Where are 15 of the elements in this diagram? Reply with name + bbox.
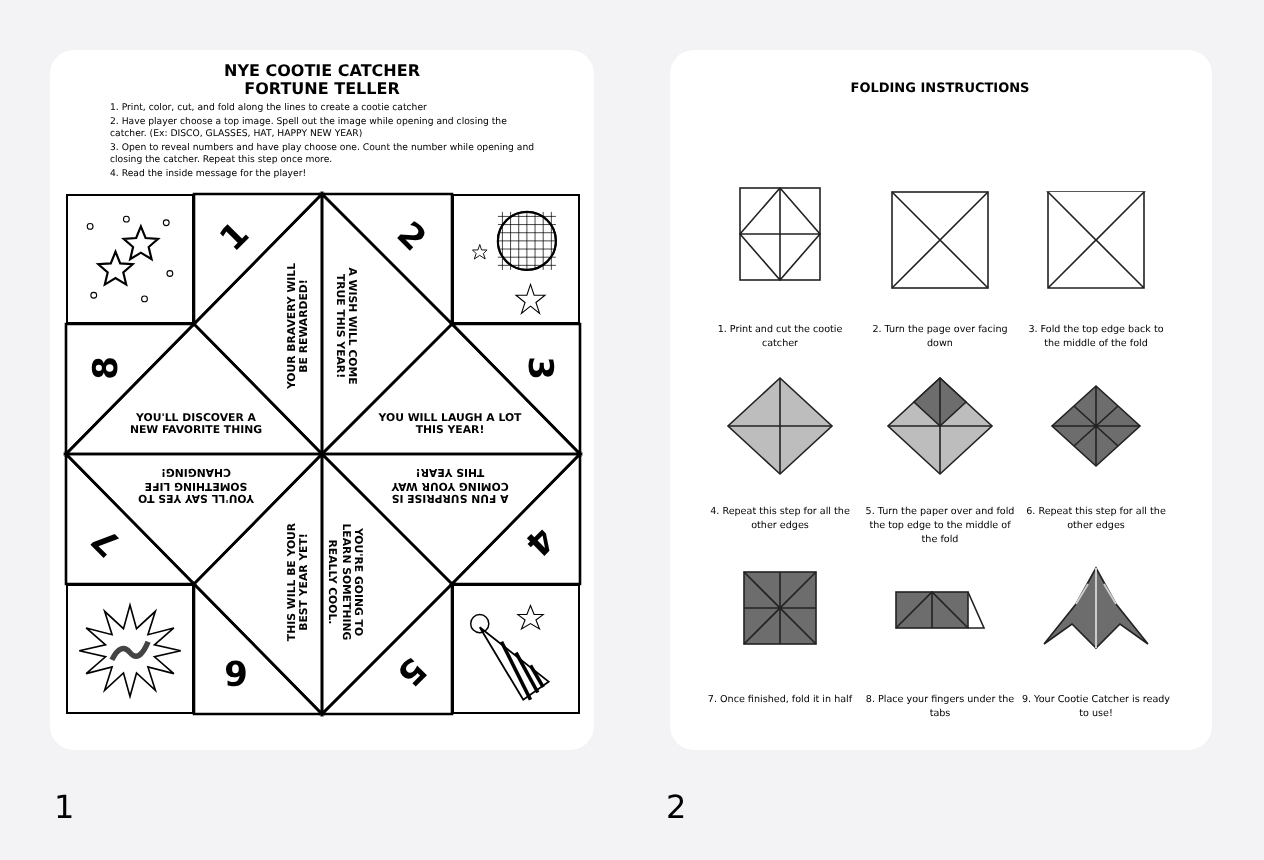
picture-panel — [452, 584, 580, 714]
flap-number: 4 — [514, 516, 564, 567]
picture-panel — [66, 194, 194, 324]
page-number: 2 — [666, 788, 687, 826]
flap-number: 6 — [222, 653, 250, 687]
flap-number: 1 — [210, 212, 260, 264]
flap-number: 5 — [386, 646, 436, 697]
page-title: NYE COOTIE CATCHER FORTUNE TELLER — [222, 62, 422, 99]
flap-number: 3 — [521, 354, 555, 384]
page-number: 1 — [54, 788, 75, 826]
picture-panel — [66, 584, 194, 714]
picture-panel — [452, 194, 580, 324]
flap-number: 2 — [386, 212, 436, 264]
flap-number: 8 — [91, 354, 125, 384]
flap-number: 7 — [82, 516, 132, 567]
